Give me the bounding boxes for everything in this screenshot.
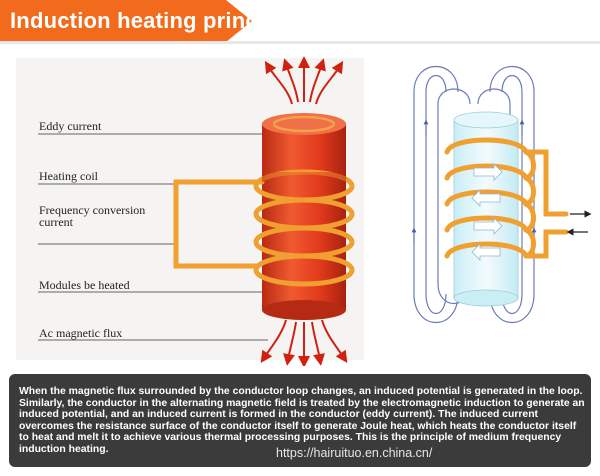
label-frequency-conversion-line2: current [39, 216, 73, 229]
label-heating-coil: Heating coil [39, 170, 98, 183]
label-modules-heated: Modules be heated [39, 279, 130, 292]
watermark-url: https://hairuituo.en.china.cn/ [276, 446, 432, 460]
label-ac-magnetic-flux: Ac magnetic flux [39, 327, 122, 340]
label-eddy-current: Eddy current [39, 120, 101, 133]
header-bar: Induction heating principle [0, 0, 600, 44]
rod-front-overlay [262, 172, 346, 182]
page-title: Induction heating principle [10, 8, 297, 34]
heated-rod [262, 113, 346, 320]
current-terminal-arrows [570, 214, 588, 232]
